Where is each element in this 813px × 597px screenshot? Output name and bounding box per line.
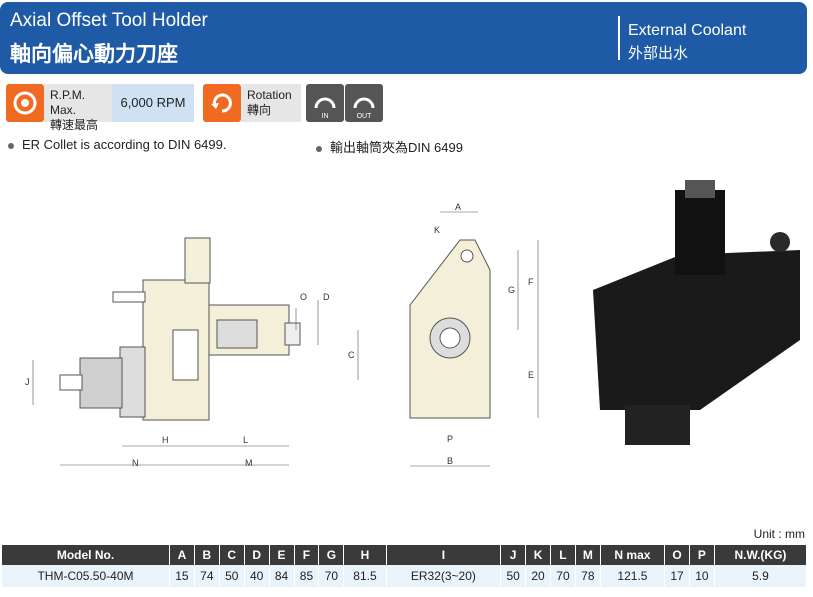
rot-in-label: IN [322,113,329,120]
col-header: E [269,545,295,565]
col-header: N max [600,545,666,565]
col-header: F [294,545,320,565]
dim-H: H [162,435,169,445]
col-header: B [194,545,220,565]
rpm-icon [6,84,44,122]
rpm-label: R.P.M. Max. 轉速最高 [44,84,112,132]
dim-D: D [323,292,330,302]
col-header: O [664,545,690,565]
dim-K: K [434,225,440,235]
col-header: K [525,545,551,565]
table-cell: 5.9 [714,565,808,587]
col-header: G [318,545,345,565]
note-zh: 輸出軸筒夾為DIN 6499 [316,137,463,156]
rotation-icon [203,84,241,122]
table-cell: 20 [525,565,551,587]
rpm-label-zh: 轉速最高 [50,118,99,132]
rotation-in-icon: IN [306,84,344,122]
table-cell: 70 [550,565,576,587]
title-banner: Axial Offset Tool Holder 軸向偏心動力刀座 Extern… [0,2,807,74]
dim-M: M [245,458,253,468]
col-header: Model No. [2,545,170,565]
table-cell: 50 [219,565,245,587]
dim-E: E [528,370,534,380]
col-header: N.W.(KG) [714,545,808,565]
dim-P: P [447,434,453,444]
table-cell: 78 [575,565,601,587]
dim-J: J [25,377,30,387]
dim-C: C [348,350,355,360]
rotation-out-icon: OUT [345,84,383,122]
col-header: J [500,545,527,565]
table-cell: 40 [244,565,270,587]
dim-G: G [508,285,515,295]
side-view [59,237,301,421]
col-header: M [575,545,601,565]
table-cell: 10 [689,565,715,587]
rotation-label: Rotation 轉向 [241,84,301,122]
col-header: P [689,545,715,565]
note-zh-text: 輸出軸筒夾為DIN 6499 [330,140,463,155]
table-cell: 121.5 [600,565,666,587]
note-en-text: ER Collet is according to DIN 6499. [22,137,227,152]
dim-A: A [455,202,461,212]
bullet-icon [8,142,14,149]
table-cell: 84 [269,565,295,587]
rotation-label-en: Rotation [247,88,292,102]
dim-F: F [528,277,534,287]
table-cell: 15 [169,565,195,587]
col-header: H [343,545,387,565]
table-cell: 70 [318,565,345,587]
table-cell: 17 [664,565,690,587]
table-cell: 50 [500,565,527,587]
col-header: I [386,545,502,565]
coolant-en: External Coolant [628,22,747,39]
dim-O: O [300,292,307,302]
rotation-label-zh: 轉向 [247,103,272,117]
col-header: C [219,545,245,565]
dim-N: N [132,458,139,468]
rpm-value: 6,000 RPM [112,84,194,122]
col-header: A [169,545,195,565]
coolant-zh: 外部出水 [628,45,689,62]
table-cell: THM-C05.50-40M [2,565,170,587]
table-cell: 74 [194,565,220,587]
front-view [409,239,491,419]
technical-drawing: H L N M O D C J A K G F E P B [25,180,800,468]
table-cell: 81.5 [343,565,387,587]
col-header: L [550,545,576,565]
unit-label: Unit : mm [753,527,805,541]
rot-out-label: OUT [357,113,373,120]
table-cell: 85 [294,565,320,587]
col-header: D [244,545,270,565]
table-cell: ER32(3~20) [386,565,502,587]
product-image [593,180,800,445]
dim-L: L [243,435,248,445]
title-en: Axial Offset Tool Holder [10,10,208,31]
divider [618,16,620,60]
title-zh: 軸向偏心動力刀座 [10,43,178,66]
bullet-icon [316,145,322,152]
rpm-label-en: R.P.M. Max. [50,88,86,117]
dim-B: B [447,456,453,466]
note-en: ER Collet is according to DIN 6499. [8,137,226,152]
